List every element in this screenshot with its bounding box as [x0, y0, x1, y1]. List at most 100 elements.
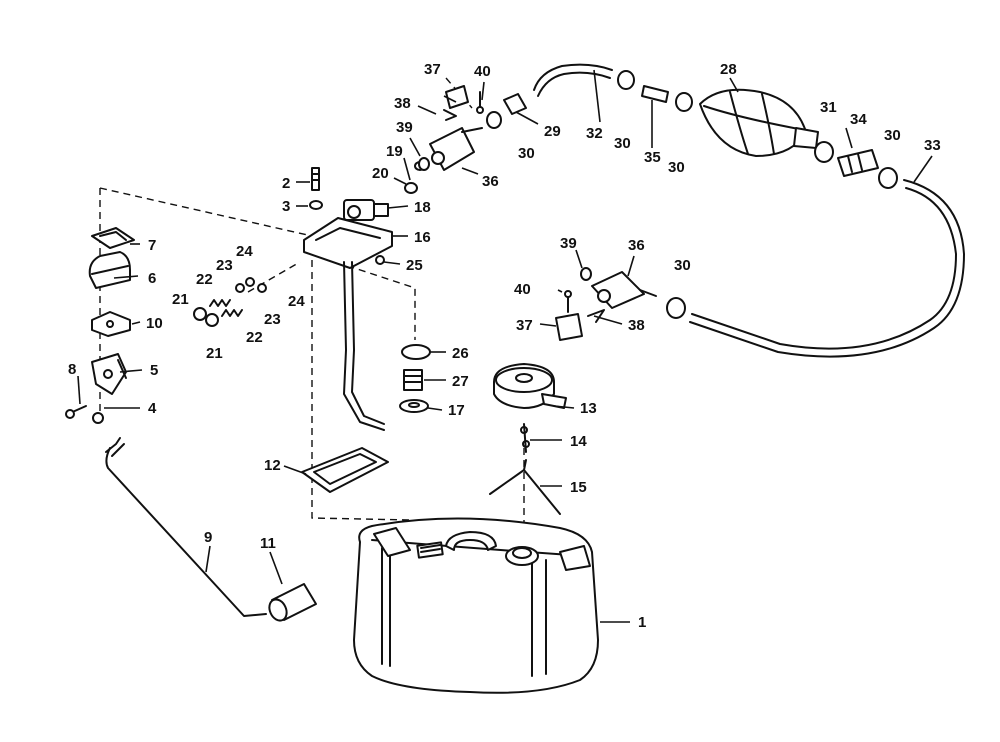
pin-40-lower	[564, 290, 572, 313]
callout-22b: 22	[246, 329, 263, 346]
callout-labels: 1 2 3 4 5 6 7 8 9 10 11 12 13 14 15 16 1…	[68, 61, 941, 631]
callout-18: 18	[414, 199, 431, 216]
fitting-35	[641, 85, 669, 103]
springs-22	[209, 299, 243, 317]
callout-29: 29	[544, 123, 561, 140]
callout-30d: 30	[884, 127, 901, 144]
callout-25: 25	[406, 257, 423, 274]
callout-32: 32	[586, 125, 603, 142]
gauge-mechanism-5	[91, 353, 127, 395]
callout-23a: 23	[216, 257, 233, 274]
callout-9: 9	[204, 529, 212, 546]
hose-33	[689, 179, 965, 358]
callout-11: 11	[260, 535, 276, 552]
nut-30-e	[666, 297, 686, 319]
callout-34: 34	[850, 111, 867, 128]
callout-20: 20	[372, 165, 389, 182]
callout-21a: 21	[172, 291, 189, 308]
callout-28: 28	[720, 61, 737, 78]
callout-30b: 30	[614, 135, 631, 152]
callout-30e: 30	[674, 257, 691, 274]
tank-cover-plate	[303, 217, 393, 431]
gauge-lens-7	[91, 227, 135, 249]
callout-1: 1	[638, 614, 646, 631]
leader-lines	[77, 69, 933, 623]
clamp-31	[814, 141, 834, 163]
callout-19: 19	[386, 143, 403, 160]
nut-30-b	[617, 70, 635, 90]
callout-27: 27	[452, 373, 469, 390]
ball-25	[375, 255, 385, 265]
callout-13: 13	[580, 400, 597, 417]
callout-36b: 36	[628, 237, 645, 254]
assembly-dashed-lines	[99, 77, 525, 540]
callout-21b: 21	[206, 345, 223, 362]
callout-8: 8	[68, 361, 76, 378]
callout-39a: 39	[396, 119, 413, 136]
callout-12: 12	[264, 457, 281, 474]
screw-8	[65, 405, 87, 419]
callout-10: 10	[146, 315, 163, 332]
oring-39-lower	[580, 267, 592, 281]
fitting-29	[503, 93, 527, 115]
callout-30c: 30	[668, 159, 685, 176]
callout-6: 6	[148, 270, 156, 287]
screw-2	[311, 167, 320, 191]
oring-39-upper	[418, 157, 430, 171]
callout-26: 26	[452, 345, 469, 362]
callout-31: 31	[820, 99, 837, 116]
gauge-bracket-10	[91, 311, 131, 337]
filler-cap	[493, 363, 567, 409]
washer-3	[309, 200, 323, 210]
callout-37b: 37	[516, 317, 533, 334]
callout-15: 15	[570, 479, 587, 496]
cover-fitting	[343, 199, 389, 221]
chain-14	[520, 423, 530, 453]
hose-32	[533, 63, 613, 97]
callout-2: 2	[282, 175, 290, 192]
callout-23b: 23	[264, 311, 281, 328]
callout-36a: 36	[482, 173, 499, 190]
gasket	[301, 447, 389, 493]
callout-3: 3	[282, 198, 290, 215]
callout-5: 5	[150, 362, 158, 379]
fuel-filter	[268, 583, 317, 622]
retainer-15	[489, 459, 561, 515]
seal-17	[399, 399, 429, 413]
callout-40a: 40	[474, 63, 491, 80]
pins-23-24	[235, 277, 267, 293]
spring-27	[403, 369, 423, 391]
nut-4	[92, 412, 104, 424]
callout-38b: 38	[628, 317, 645, 334]
pickup-tube	[105, 437, 267, 617]
clip-37-upper	[445, 85, 469, 109]
callout-40b: 40	[514, 281, 531, 298]
callout-33: 33	[924, 137, 941, 154]
nut-30-d	[878, 167, 898, 189]
callout-24b: 24	[288, 293, 305, 310]
callout-7: 7	[148, 237, 156, 254]
nut-30-a	[486, 111, 502, 129]
callout-16: 16	[414, 229, 431, 246]
disc-26	[401, 344, 431, 360]
pin-40-upper	[476, 91, 484, 114]
callout-30a: 30	[518, 145, 535, 162]
primer-bulb-28	[699, 88, 819, 157]
callout-37a: 37	[424, 61, 441, 78]
callout-4: 4	[148, 400, 157, 417]
gauge-housing-6	[88, 251, 131, 289]
fitting-34	[837, 149, 879, 177]
fuel-tank	[353, 517, 599, 694]
callout-24a: 24	[236, 243, 253, 260]
callout-22a: 22	[196, 271, 213, 288]
spring-38-upper	[443, 109, 457, 121]
callout-17: 17	[448, 402, 465, 419]
callout-38a: 38	[394, 95, 411, 112]
callout-35: 35	[644, 149, 661, 166]
balls-21	[193, 307, 219, 327]
connector-36-lower	[591, 271, 657, 309]
callout-14: 14	[570, 433, 587, 450]
callout-39b: 39	[560, 235, 577, 252]
